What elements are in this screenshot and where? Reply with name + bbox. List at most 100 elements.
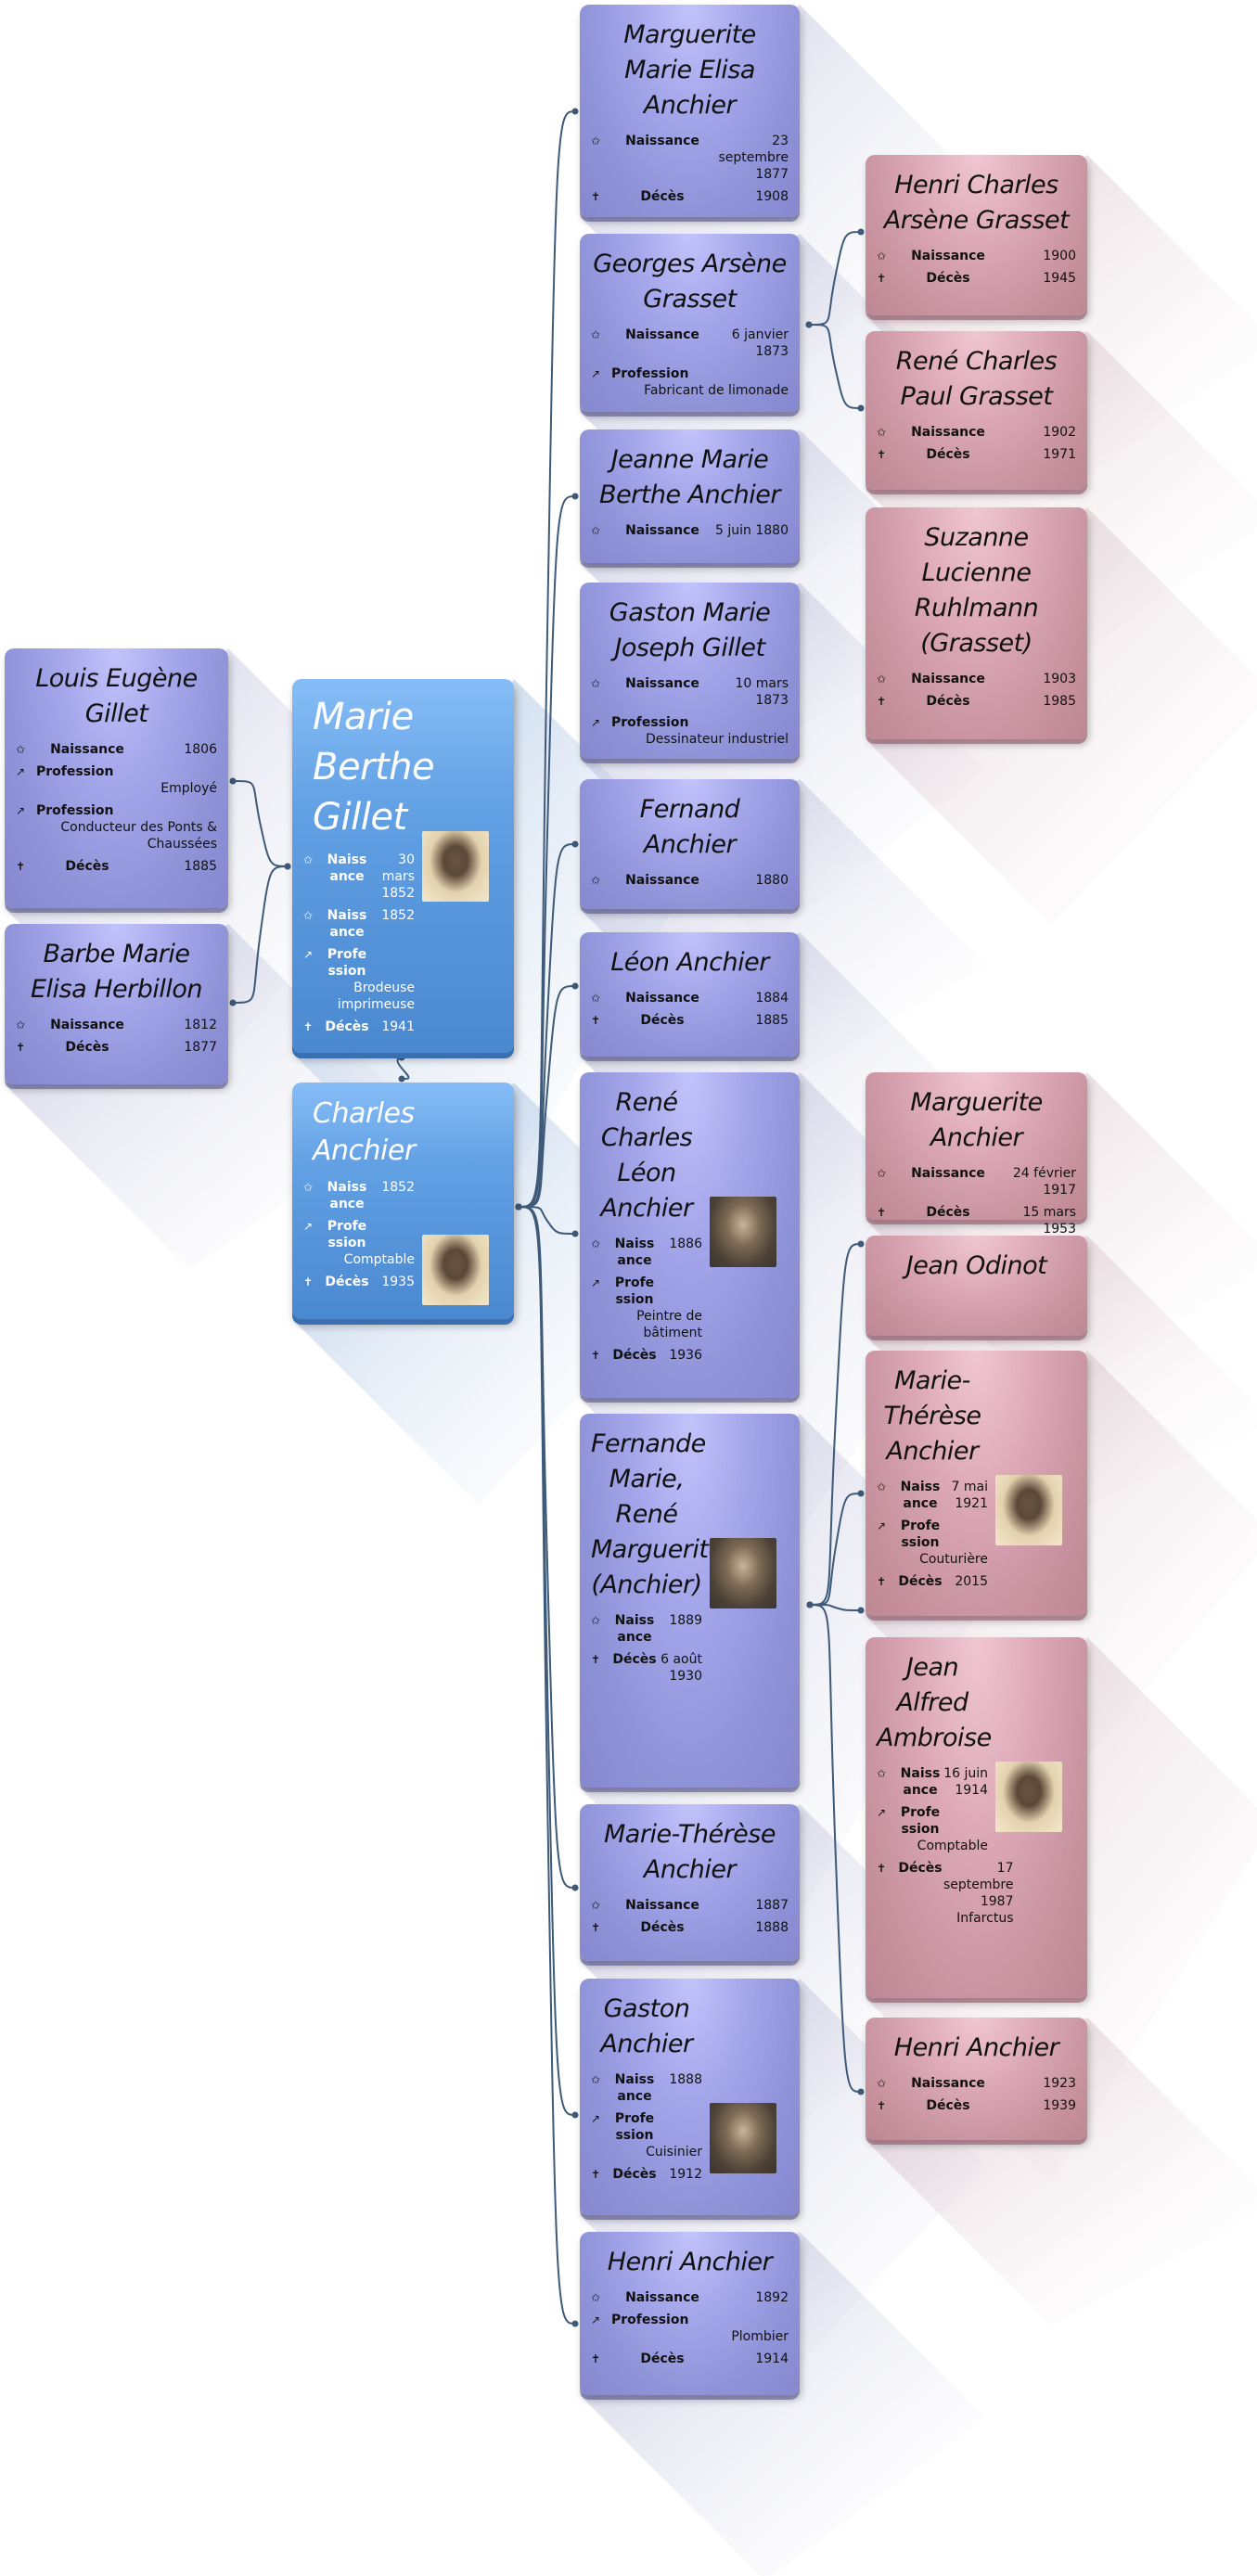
- fact-value: 7 mai 1921: [951, 1480, 988, 1511]
- portrait-photo[interactable]: [710, 2103, 776, 2173]
- fact-label: Naissance: [911, 249, 985, 263]
- fact-value: 1889: [669, 1613, 702, 1628]
- cross-icon: ✝: [591, 1349, 601, 1362]
- fact-value: 1885: [755, 1013, 789, 1028]
- fact-value: 1935: [381, 1275, 415, 1289]
- person-name: Henri Anchier: [607, 2248, 773, 2276]
- person-name: Fernande Marie, René Marguerite (Anchier…: [591, 1429, 724, 1599]
- cross-icon: ✝: [877, 1575, 887, 1588]
- star-icon: ✩: [591, 1899, 601, 1912]
- fact-value: 1887: [755, 1898, 789, 1913]
- cross-icon: ✝: [877, 2099, 887, 2112]
- person-name: René Charles Léon Anchier: [600, 1088, 693, 1223]
- fact-value: 6 août 1930: [661, 1652, 702, 1684]
- star-icon: ✩: [591, 1614, 601, 1627]
- fact-label: Naissance: [900, 1480, 941, 1511]
- person-card-suzanne[interactable]: Suzanne Lucienne Ruhlmann (Grasset)✩Nais…: [866, 507, 1087, 739]
- cross-icon: ✝: [877, 695, 887, 708]
- fact-label: Profession: [327, 1219, 367, 1250]
- person-card-odinot[interactable]: Jean Odinot: [866, 1236, 1087, 1336]
- fact-label: Naissance: [900, 1766, 941, 1798]
- fact-label: Profession: [611, 2313, 689, 2327]
- fact-label: Naissance: [614, 2072, 655, 2104]
- person-name: Marie Berthe Gillet: [313, 696, 435, 839]
- fact-label: Décès: [65, 1040, 109, 1055]
- person-name: René Charles Paul Grasset: [895, 347, 1058, 411]
- portrait-photo[interactable]: [995, 1475, 1062, 1545]
- hammer-icon: ↗: [303, 1220, 314, 1233]
- fact-value: 1939: [1043, 2098, 1076, 2113]
- fact-label: Naissance: [625, 873, 699, 888]
- portrait-photo[interactable]: [995, 1762, 1062, 1832]
- person-name: Fernand Anchier: [639, 795, 740, 859]
- cross-icon: ✝: [877, 272, 887, 285]
- fact-value: 1852: [381, 908, 415, 923]
- cross-icon: ✝: [877, 448, 887, 461]
- portrait-photo[interactable]: [710, 1197, 776, 1267]
- portrait-photo[interactable]: [422, 1235, 489, 1305]
- fact-label: Naissance: [911, 2076, 985, 2091]
- fact-value: 24 février 1917: [1012, 1166, 1076, 1198]
- portrait-photo[interactable]: [710, 1538, 776, 1608]
- fact-value: Employé: [160, 781, 217, 796]
- fact-value: 1880: [755, 873, 789, 888]
- person-name: Marie-Thérèse Anchier: [604, 1820, 776, 1884]
- star-icon: ✩: [877, 2077, 887, 2090]
- fact-value: Fabricant de limonade: [644, 383, 789, 398]
- cross-icon: ✝: [591, 190, 601, 203]
- portrait-photo[interactable]: [422, 831, 489, 902]
- cross-icon: ✝: [591, 2168, 601, 2181]
- fact-value: 1985: [1043, 694, 1076, 709]
- fact-value: 1902: [1043, 425, 1076, 440]
- person-name: Barbe Marie Elisa Herbillon: [30, 940, 203, 1004]
- fact-value: 30 mars 1852: [381, 852, 415, 901]
- fact-value: Cuisinier: [646, 2145, 702, 2159]
- fact-value: Plombier: [731, 2329, 789, 2344]
- person-card-fernande[interactable]: Fernande Marie, René Marguerite (Anchier…: [580, 1414, 800, 1788]
- person-card-marguerite1[interactable]: Marguerite Marie Elisa Anchier✩Naissance…: [580, 5, 800, 217]
- person-name: Jeanne Marie Berthe Anchier: [599, 445, 780, 509]
- fact-label: Décès: [926, 694, 970, 709]
- fact-value: 1884: [755, 991, 789, 1006]
- person-name: Léon Anchier: [610, 948, 769, 977]
- hammer-icon: ↗: [877, 1806, 887, 1819]
- hammer-icon: ↗: [16, 804, 26, 817]
